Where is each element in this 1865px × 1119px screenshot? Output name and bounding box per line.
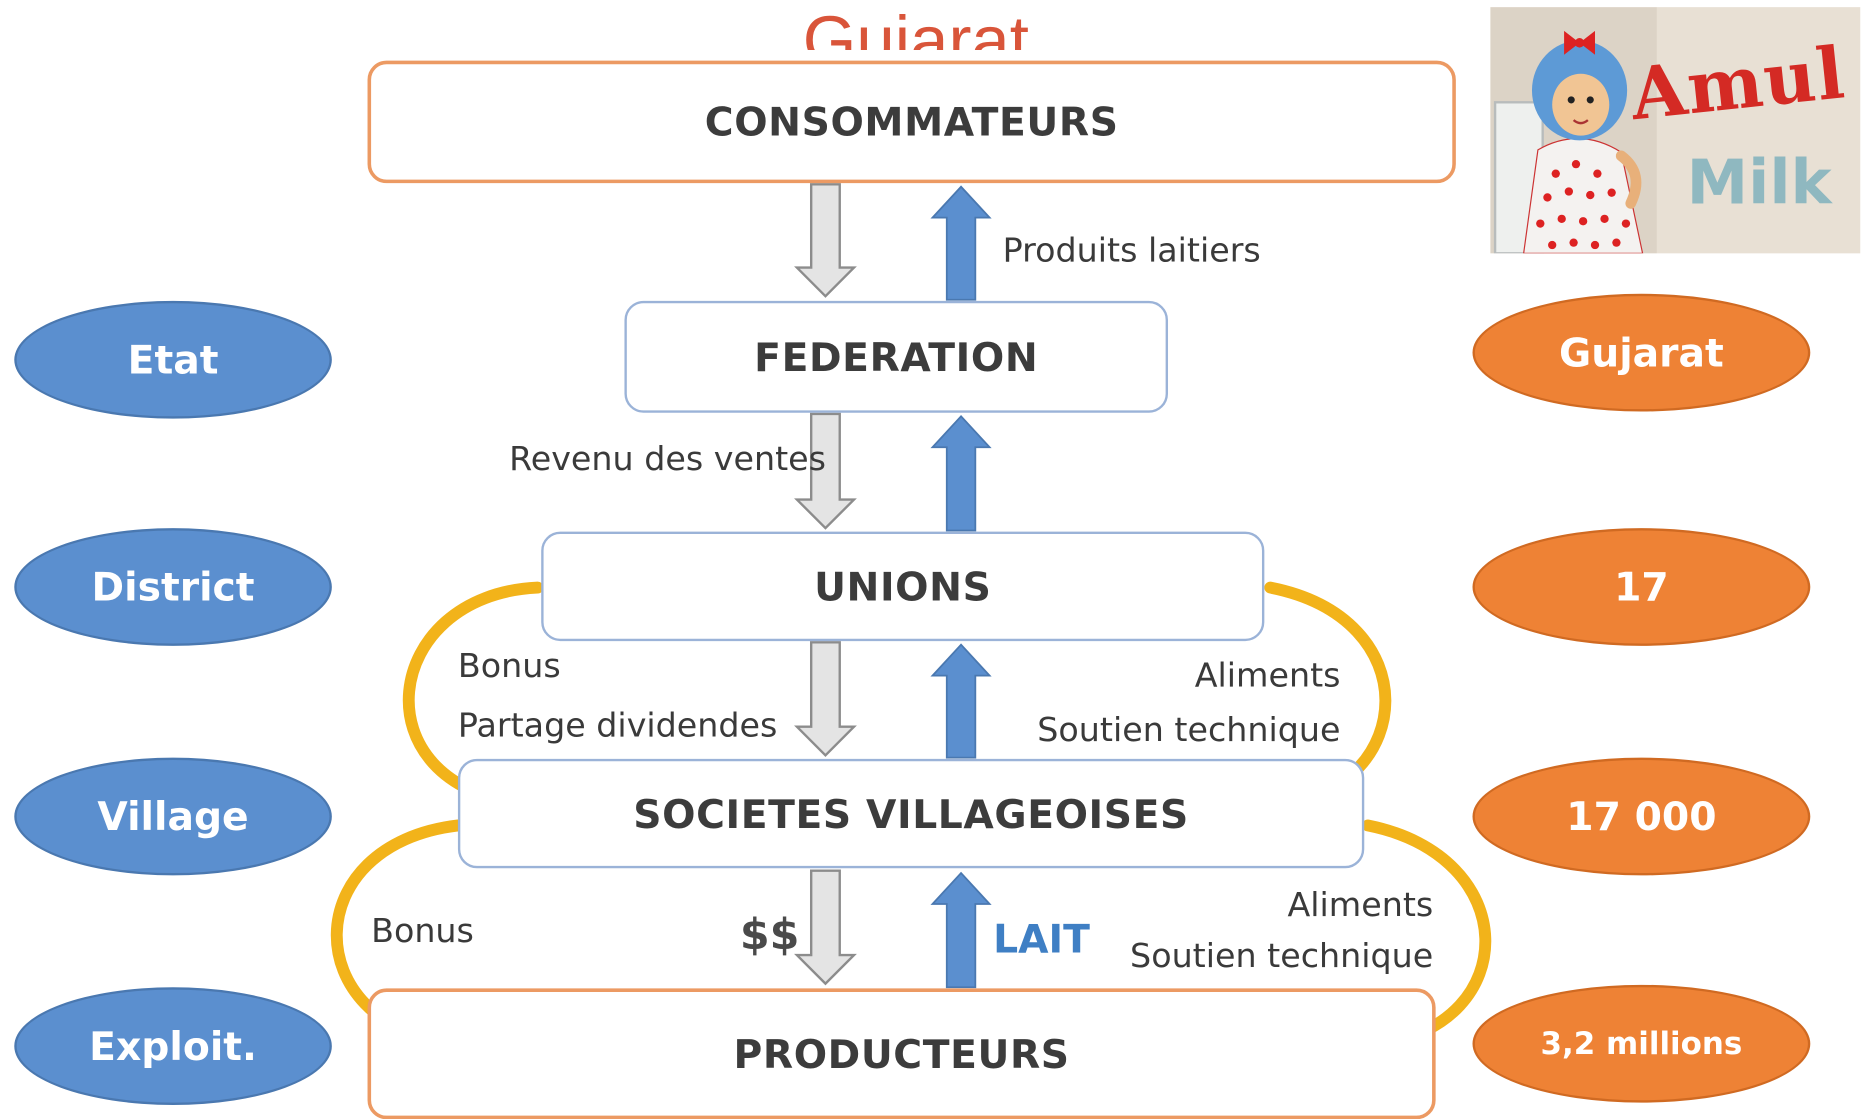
blue-arrow-societes-unions bbox=[930, 643, 992, 759]
level-village: Village bbox=[14, 757, 332, 876]
blue-arrow-federation-consommateurs bbox=[930, 185, 992, 301]
label-soutien-unions: Soutien technique bbox=[1037, 710, 1341, 750]
blue-arrow-unions-federation bbox=[930, 414, 992, 532]
box-unions: UNIONS bbox=[541, 531, 1265, 642]
level-exploit: Exploit. bbox=[14, 987, 332, 1105]
label-bonus-societes: Bonus bbox=[371, 911, 474, 951]
label-aliments-unions: Aliments bbox=[1194, 655, 1341, 695]
label-dollars: $$ bbox=[739, 911, 800, 960]
count-gujarat: Gujarat bbox=[1472, 293, 1811, 412]
box-producteurs: PRODUCTEURS bbox=[367, 988, 1436, 1119]
box-federation: FEDERATION bbox=[624, 300, 1169, 413]
box-unions-label: UNIONS bbox=[814, 563, 992, 610]
box-consommateurs-label: CONSOMMATEURS bbox=[704, 98, 1119, 146]
label-bonus-unions: Bonus bbox=[457, 645, 561, 686]
grey-arrow-federation-unions bbox=[794, 412, 857, 530]
grey-arrow-societes-producteurs bbox=[794, 869, 857, 986]
box-federation-label: FEDERATION bbox=[754, 333, 1039, 381]
blue-up-arrows bbox=[930, 185, 992, 989]
box-societes-villageoises: SOCIETES VILLAGEOISES bbox=[457, 758, 1365, 869]
count-producers: 3,2 millions bbox=[1472, 984, 1811, 1103]
label-aliments-societes: Aliments bbox=[1287, 884, 1434, 925]
grey-down-arrows bbox=[794, 183, 857, 986]
label-lait: LAIT bbox=[993, 915, 1090, 963]
blue-arrow-producteurs-societes bbox=[930, 871, 992, 989]
count-producers-label: 3,2 millions bbox=[1540, 1025, 1743, 1062]
label-revenu-ventes: Revenu des ventes bbox=[509, 438, 826, 479]
diagram-title: Gujarat bbox=[802, 2, 1029, 50]
count-villages-label: 17 000 bbox=[1566, 793, 1717, 840]
level-etat: Etat bbox=[14, 300, 332, 419]
amul-milk-logo: Amul Milk bbox=[1490, 7, 1861, 254]
box-producteurs-label: PRODUCTEURS bbox=[733, 1030, 1070, 1078]
amul-girl-mascot bbox=[1490, 7, 1657, 254]
grey-arrow-consommateurs-federation bbox=[794, 183, 857, 298]
count-unions-label: 17 bbox=[1614, 563, 1669, 611]
logo-brand-text: Amul bbox=[1626, 31, 1850, 138]
box-consommateurs: CONSOMMATEURS bbox=[367, 60, 1456, 184]
grey-arrow-unions-societes bbox=[794, 641, 857, 757]
label-partage-dividendes: Partage dividendes bbox=[457, 705, 778, 745]
box-societes-label: SOCIETES VILLAGEOISES bbox=[633, 790, 1189, 837]
level-district-label: District bbox=[91, 563, 255, 611]
logo-product-text: Milk bbox=[1686, 147, 1832, 219]
level-district: District bbox=[14, 528, 332, 646]
label-soutien-societes: Soutien technique bbox=[1130, 936, 1434, 976]
level-village-label: Village bbox=[97, 793, 249, 840]
count-unions: 17 bbox=[1472, 528, 1811, 646]
count-villages: 17 000 bbox=[1472, 757, 1811, 876]
level-etat-label: Etat bbox=[127, 336, 219, 383]
count-gujarat-label: Gujarat bbox=[1559, 329, 1724, 376]
label-produits-laitiers: Produits laitiers bbox=[1002, 230, 1261, 270]
level-exploit-label: Exploit. bbox=[89, 1022, 257, 1070]
